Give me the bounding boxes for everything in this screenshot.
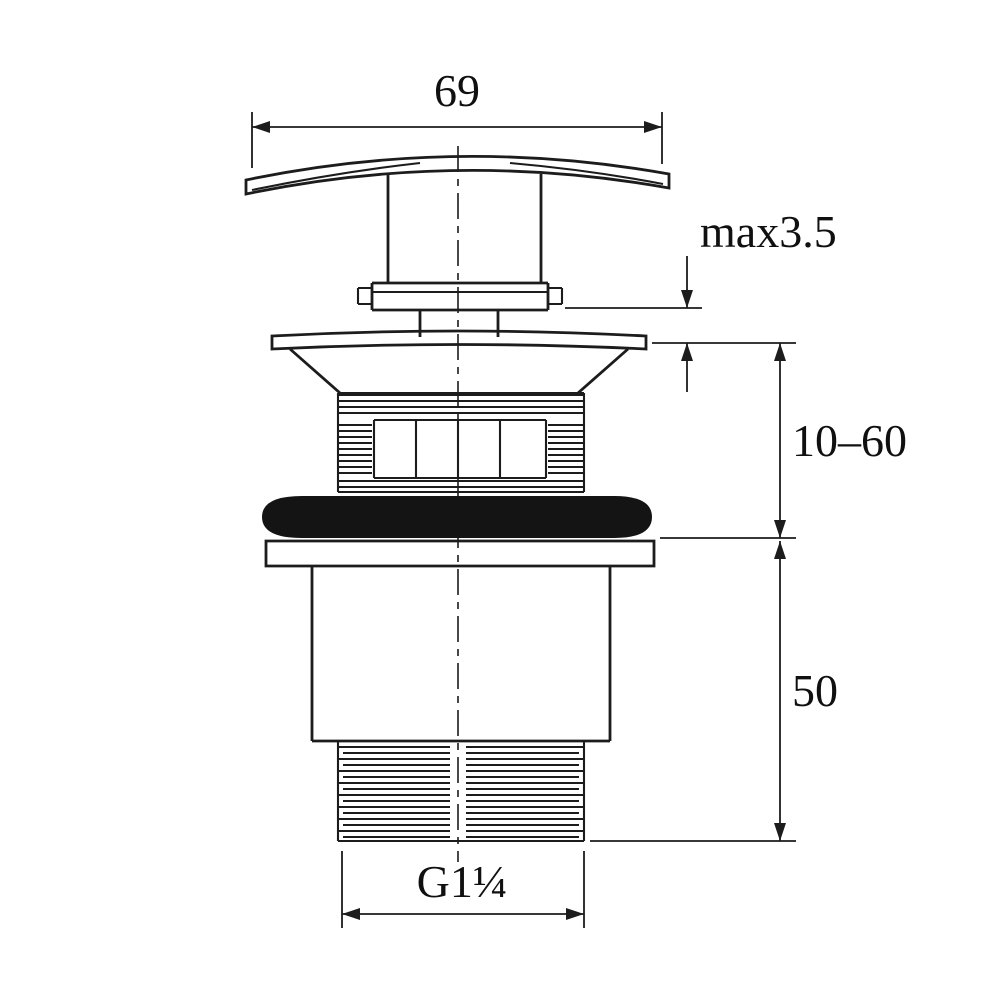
arrow-up-icon <box>774 343 786 361</box>
rubber-gasket <box>261 496 653 538</box>
arrow-left-icon <box>342 908 360 920</box>
dim-install-range: 10–60 <box>652 342 907 539</box>
dim-label-cap-clearance: max3.5 <box>700 206 837 257</box>
flange <box>270 329 648 395</box>
dim-label-tail-length: 50 <box>792 665 838 716</box>
dim-cap-clearance: max3.5 <box>565 206 837 392</box>
dim-label-cap-width: 69 <box>434 65 480 116</box>
arrow-right-icon <box>566 908 584 920</box>
arrow-down-icon <box>681 290 693 308</box>
dim-thread-size: G1¼ <box>341 851 585 928</box>
arrow-right-icon <box>644 121 662 133</box>
locknut-washer <box>264 539 656 568</box>
body <box>310 566 612 743</box>
arrow-left-icon <box>252 121 270 133</box>
plug-disc <box>356 281 564 337</box>
dim-label-install-range: 10–60 <box>792 415 907 466</box>
slot-cage <box>372 418 548 480</box>
dim-cap-width: 69 <box>251 65 663 168</box>
upper-thread <box>336 391 586 494</box>
arrow-down-icon <box>774 520 786 538</box>
arrow-up-icon <box>774 541 786 559</box>
lower-thread <box>336 741 586 843</box>
dim-label-thread-size: G1¼ <box>417 856 508 907</box>
dim-tail-length: 50 <box>590 541 838 842</box>
cap-stem <box>386 174 543 283</box>
arrow-down-icon <box>774 823 786 841</box>
cap <box>244 155 671 196</box>
arrow-up-icon <box>681 343 693 361</box>
